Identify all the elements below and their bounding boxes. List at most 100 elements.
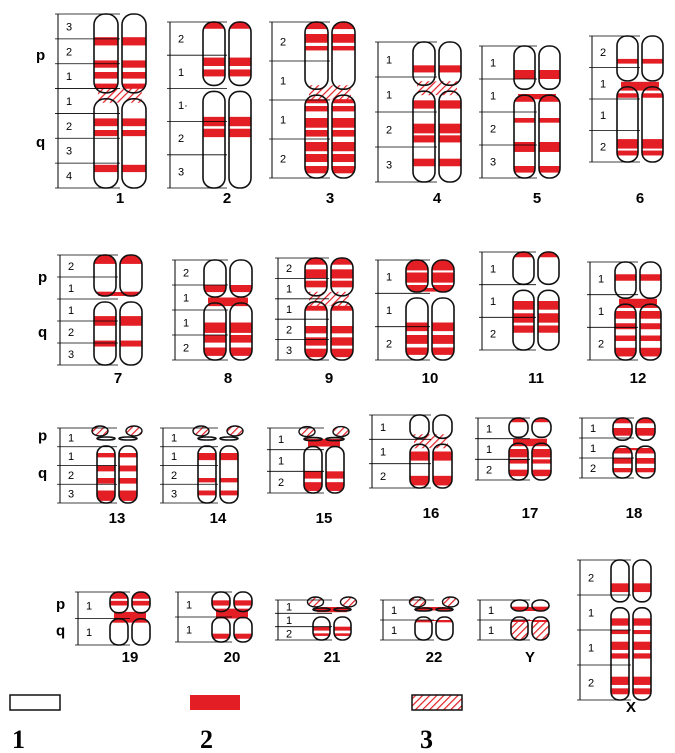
band-number: 1 bbox=[286, 284, 292, 296]
heterochromatin-region bbox=[305, 85, 355, 99]
band-number: 1 bbox=[386, 55, 392, 67]
arm-label-q: q bbox=[38, 465, 47, 482]
band-number: 3 bbox=[68, 349, 74, 361]
legend-swatch-white bbox=[10, 695, 60, 710]
stain-band bbox=[507, 459, 553, 463]
stain-band bbox=[202, 348, 254, 356]
band-number: 1 bbox=[590, 443, 596, 455]
band-number: 2 bbox=[490, 329, 496, 341]
arm-label-p: p bbox=[38, 269, 47, 286]
band-number: 4 bbox=[66, 171, 72, 183]
stain-band bbox=[615, 93, 665, 97]
chromosome-label: 1 bbox=[116, 190, 124, 207]
stain-band bbox=[511, 301, 561, 310]
legend-number: 2 bbox=[200, 725, 213, 753]
chromosome-5: 11235 bbox=[479, 36, 562, 207]
band-number: 1 bbox=[386, 272, 392, 284]
stain-band bbox=[512, 142, 562, 152]
stain-band bbox=[303, 337, 355, 345]
satellite bbox=[227, 426, 243, 436]
stain-band bbox=[302, 482, 346, 491]
legend-number: 1 bbox=[12, 725, 25, 753]
band-number: 1 bbox=[186, 625, 192, 637]
band-number: 1 bbox=[278, 434, 284, 446]
stain-band bbox=[404, 348, 456, 355]
chromosome-body bbox=[507, 408, 553, 490]
stain-band bbox=[507, 470, 553, 477]
stain-band bbox=[611, 458, 657, 464]
band-number: 1 bbox=[490, 91, 496, 103]
chromosome-label: 18 bbox=[626, 505, 643, 522]
stain-band bbox=[411, 135, 463, 142]
chromosome-11: 11211 bbox=[479, 242, 561, 387]
band-number: 1 bbox=[391, 625, 397, 637]
band-number: 2 bbox=[280, 154, 286, 166]
band-number: 2 bbox=[386, 125, 392, 137]
stain-band bbox=[411, 159, 463, 167]
band-number: 2 bbox=[600, 47, 606, 59]
band-number: 3 bbox=[68, 489, 74, 501]
chromosome-20: 1120 bbox=[175, 582, 254, 666]
band-number: 1 bbox=[598, 306, 604, 318]
stain-band bbox=[613, 311, 663, 319]
band-number: 1 bbox=[386, 305, 392, 317]
chromosome-label: 22 bbox=[426, 649, 443, 666]
stain-band bbox=[609, 618, 653, 625]
stain-band bbox=[95, 491, 139, 501]
stain-band bbox=[609, 630, 653, 634]
arm-label-q: q bbox=[56, 622, 65, 639]
stain-band bbox=[512, 70, 562, 79]
legend-swatch-stain bbox=[190, 695, 240, 710]
stain-band bbox=[615, 139, 665, 149]
chromosome-label: 13 bbox=[109, 510, 126, 527]
chromosome-body bbox=[201, 12, 253, 198]
stain-band bbox=[613, 323, 663, 329]
band-number: 1 bbox=[486, 444, 492, 456]
stain-band bbox=[311, 627, 353, 631]
band-number: 2 bbox=[278, 477, 284, 489]
band-number: 2 bbox=[590, 463, 596, 475]
chromosome-15: 11215 bbox=[267, 418, 349, 527]
band-number: 1 bbox=[391, 605, 397, 617]
heterochromatin-region bbox=[94, 89, 146, 103]
stain-band bbox=[408, 476, 454, 486]
chromosome-Y: 11Y bbox=[477, 590, 551, 666]
stain-band bbox=[92, 130, 148, 136]
chromosome-label: X bbox=[626, 699, 636, 716]
band-number: 1 bbox=[68, 305, 74, 317]
chromosome-7: 21123pq7 bbox=[38, 245, 144, 387]
chromosome-1: 3211234pq1 bbox=[36, 4, 148, 207]
stain-band bbox=[303, 154, 357, 162]
chromosome-22: 1 1 22 bbox=[380, 590, 459, 666]
band-number: 3 bbox=[386, 160, 392, 172]
satellite bbox=[443, 597, 459, 607]
stain-band bbox=[95, 466, 139, 472]
chromosome-2: 211·232 bbox=[167, 12, 253, 207]
stain-band bbox=[512, 166, 562, 173]
chromosome-label: 2 bbox=[223, 190, 231, 207]
stain-band bbox=[201, 58, 253, 66]
band-number: 2 bbox=[286, 263, 292, 275]
stain-band bbox=[512, 118, 562, 123]
band-number: 2 bbox=[380, 471, 386, 483]
satellite bbox=[126, 426, 142, 436]
stain-band bbox=[615, 151, 665, 156]
stain-band bbox=[611, 448, 657, 454]
band-number: 1 bbox=[490, 263, 496, 275]
chromosome-body bbox=[511, 242, 561, 360]
chromosome-label: Y bbox=[525, 649, 535, 666]
stain-band bbox=[303, 34, 357, 43]
stain-band bbox=[108, 601, 152, 606]
satellite bbox=[193, 426, 209, 436]
band-number: 1 bbox=[286, 304, 292, 316]
legend: 123 bbox=[10, 695, 462, 753]
chromosome-label: 10 bbox=[422, 370, 439, 387]
band-number: 1 bbox=[186, 600, 192, 612]
stain-band bbox=[613, 274, 663, 280]
stain-band bbox=[92, 37, 148, 45]
band-number: 3 bbox=[178, 166, 184, 178]
